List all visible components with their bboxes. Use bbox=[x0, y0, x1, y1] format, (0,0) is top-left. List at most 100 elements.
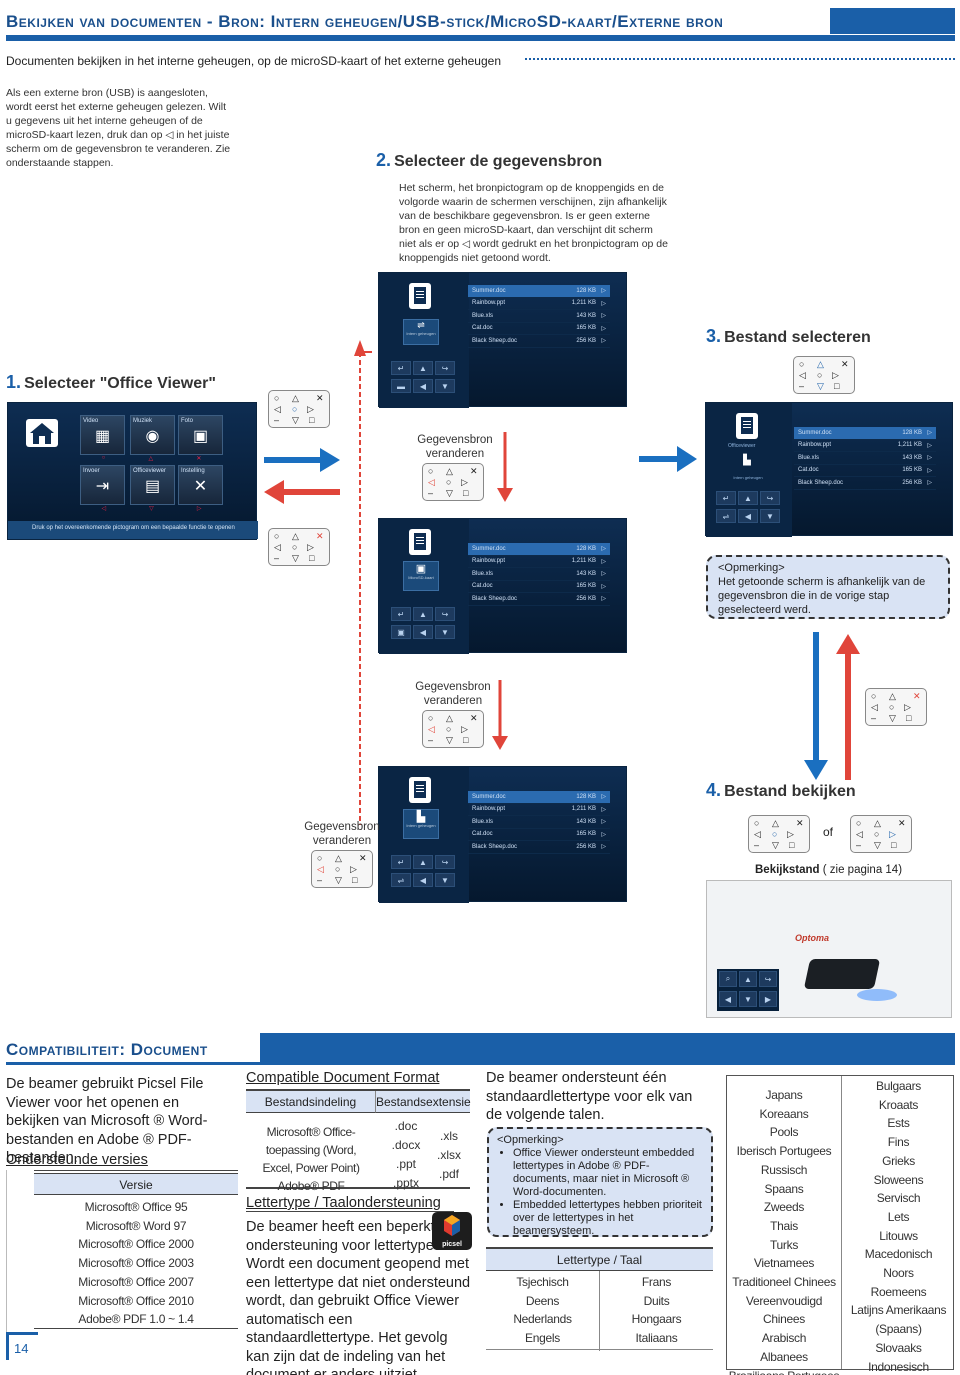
document-icon bbox=[409, 529, 431, 555]
note-box: <Opmerking> Het getoonde scherm is afhan… bbox=[706, 555, 950, 619]
picsel-logo: picsel bbox=[432, 1212, 472, 1250]
music-disc-icon: ◉ bbox=[145, 428, 160, 445]
remote-keypad-5: ○△✕ ◁○▷ ‒▽□ bbox=[311, 850, 373, 888]
ext-list-b: .xls.xlsx.pdf bbox=[437, 1129, 461, 1181]
remote-keypad-9: ○△✕ ◁○▷ ‒▽□ bbox=[850, 815, 912, 853]
font-text: De beamer heeft een beperkte ondersteuni… bbox=[246, 1219, 471, 1375]
format-col2-head: Bestandsextensie bbox=[376, 1091, 471, 1113]
font-heading: Lettertype / Taalondersteuning bbox=[246, 1195, 441, 1211]
step2-heading: 2. Selecteer de gegevensbron bbox=[376, 150, 602, 171]
change-source-label-2: Gegevensbron veranderen bbox=[415, 681, 491, 707]
remote-keypad-3: ○△✕ ◁○▷ ‒▽□ bbox=[422, 463, 484, 501]
format-table: Bestandsindeling Bestandsextensie Micros… bbox=[246, 1089, 471, 1193]
or-label: of bbox=[823, 825, 834, 839]
menu-label: Invoer bbox=[83, 468, 100, 474]
change-source-label-1: Gegevensbron veranderen bbox=[417, 434, 493, 460]
usb-source-icon[interactable]: ⇌ Intern geheugen bbox=[403, 319, 439, 345]
change-source-label-3: Gegevensbron veranderen bbox=[304, 821, 380, 847]
step3-number: 3. bbox=[706, 326, 722, 346]
ext-list-a: .doc.docx.ppt.pptx bbox=[391, 1119, 421, 1190]
menu-tile-invoer[interactable]: Invoer ⇥ bbox=[80, 465, 125, 505]
menu-label: Officeviewer bbox=[133, 468, 166, 474]
menu-tile-officeviewer[interactable]: Officeviewer ▤ bbox=[130, 465, 175, 505]
step1-title: Selecteer "Office Viewer" bbox=[24, 375, 216, 392]
red-down-arrow-1 bbox=[497, 432, 513, 502]
home-icon[interactable] bbox=[26, 419, 58, 447]
menu-tile-instelling[interactable]: Instelling ✕ bbox=[178, 465, 223, 505]
step1-number: 1. bbox=[6, 372, 22, 392]
section2-header-bar bbox=[260, 1033, 955, 1063]
key-grid: ↵▲↪ ▣◀▼ bbox=[391, 607, 457, 651]
settings-tools-icon: ✕ bbox=[193, 478, 208, 495]
red-connector-left bbox=[354, 340, 372, 825]
file-select-screen: Officeviewer ▙ Intern geheugen ↵▲↪ ⇌◀▼ S… bbox=[705, 402, 953, 537]
source-label: Intern geheugen bbox=[733, 475, 763, 480]
lang-note-title: <Opmerking> bbox=[497, 1134, 564, 1146]
view-mode-ref: ( zie pagina 14) bbox=[822, 864, 903, 876]
section2-title: Compatibiliteit: Document bbox=[6, 1040, 208, 1059]
view-mode-label: Bekijkstand bbox=[755, 864, 820, 876]
header-bar bbox=[6, 35, 955, 41]
projector-image bbox=[803, 959, 881, 989]
red-down-arrow-2 bbox=[492, 680, 508, 750]
menu-label: Foto bbox=[181, 418, 194, 424]
remote-keypad-7: ○△✕ ◁○▷ ‒▽□ bbox=[865, 688, 927, 726]
home-menu-screen: Video ▦ Muziek ◉ Foto ▣ Invoer ⇥ Officev… bbox=[7, 402, 258, 540]
step1-heading: 1. Selecteer "Office Viewer" bbox=[6, 372, 216, 393]
microsd-source-icon[interactable]: ▣ MicroSD-kaart bbox=[403, 561, 439, 591]
key-grid: ↵▲↪ ⇌◀▼ bbox=[716, 491, 782, 535]
input-icon: ⇥ bbox=[95, 478, 110, 495]
menu-label: Instelling bbox=[181, 468, 205, 474]
source-label: Intern geheugen bbox=[406, 823, 436, 828]
lang-note-item: Office Viewer ondersteunt embedded lette… bbox=[513, 1147, 703, 1199]
menu-tile-foto[interactable]: Foto ▣ bbox=[178, 415, 223, 455]
menu-label: Video bbox=[83, 418, 99, 424]
lang-table-head: Lettertype / Taal bbox=[486, 1249, 713, 1271]
page-number: 14 bbox=[6, 1332, 38, 1360]
internal-memory-icon[interactable]: ▙ Intern geheugen bbox=[403, 809, 439, 839]
photo-icon: ▣ bbox=[192, 428, 209, 445]
step3-heading: 3. Bestand selecteren bbox=[706, 326, 871, 347]
menu-label: Muziek bbox=[133, 418, 153, 424]
source-label: Intern geheugen bbox=[406, 331, 436, 336]
menu-tile-video[interactable]: Video ▦ bbox=[80, 415, 125, 455]
hint-text: Druk op het overeenkomende pictogram om … bbox=[32, 525, 235, 531]
menu-tile-muziek[interactable]: Muziek ◉ bbox=[130, 415, 175, 455]
step4-title: Bestand bekijken bbox=[724, 783, 856, 800]
section2-underline bbox=[6, 1062, 955, 1065]
key-grid: ↵▲↪ ⇌◀▼ bbox=[391, 855, 457, 899]
key-hints-row2: ◁▽▷ bbox=[101, 506, 202, 512]
lang-note-box: <Opmerking> Office Viewer ondersteunt em… bbox=[487, 1127, 713, 1237]
step3-title: Bestand selecteren bbox=[724, 329, 871, 346]
step4-number: 4. bbox=[706, 780, 722, 800]
step2-number: 2. bbox=[376, 150, 392, 170]
format-heading: Compatible Document Format bbox=[246, 1070, 440, 1086]
note-title: <Opmerking> bbox=[718, 562, 785, 574]
